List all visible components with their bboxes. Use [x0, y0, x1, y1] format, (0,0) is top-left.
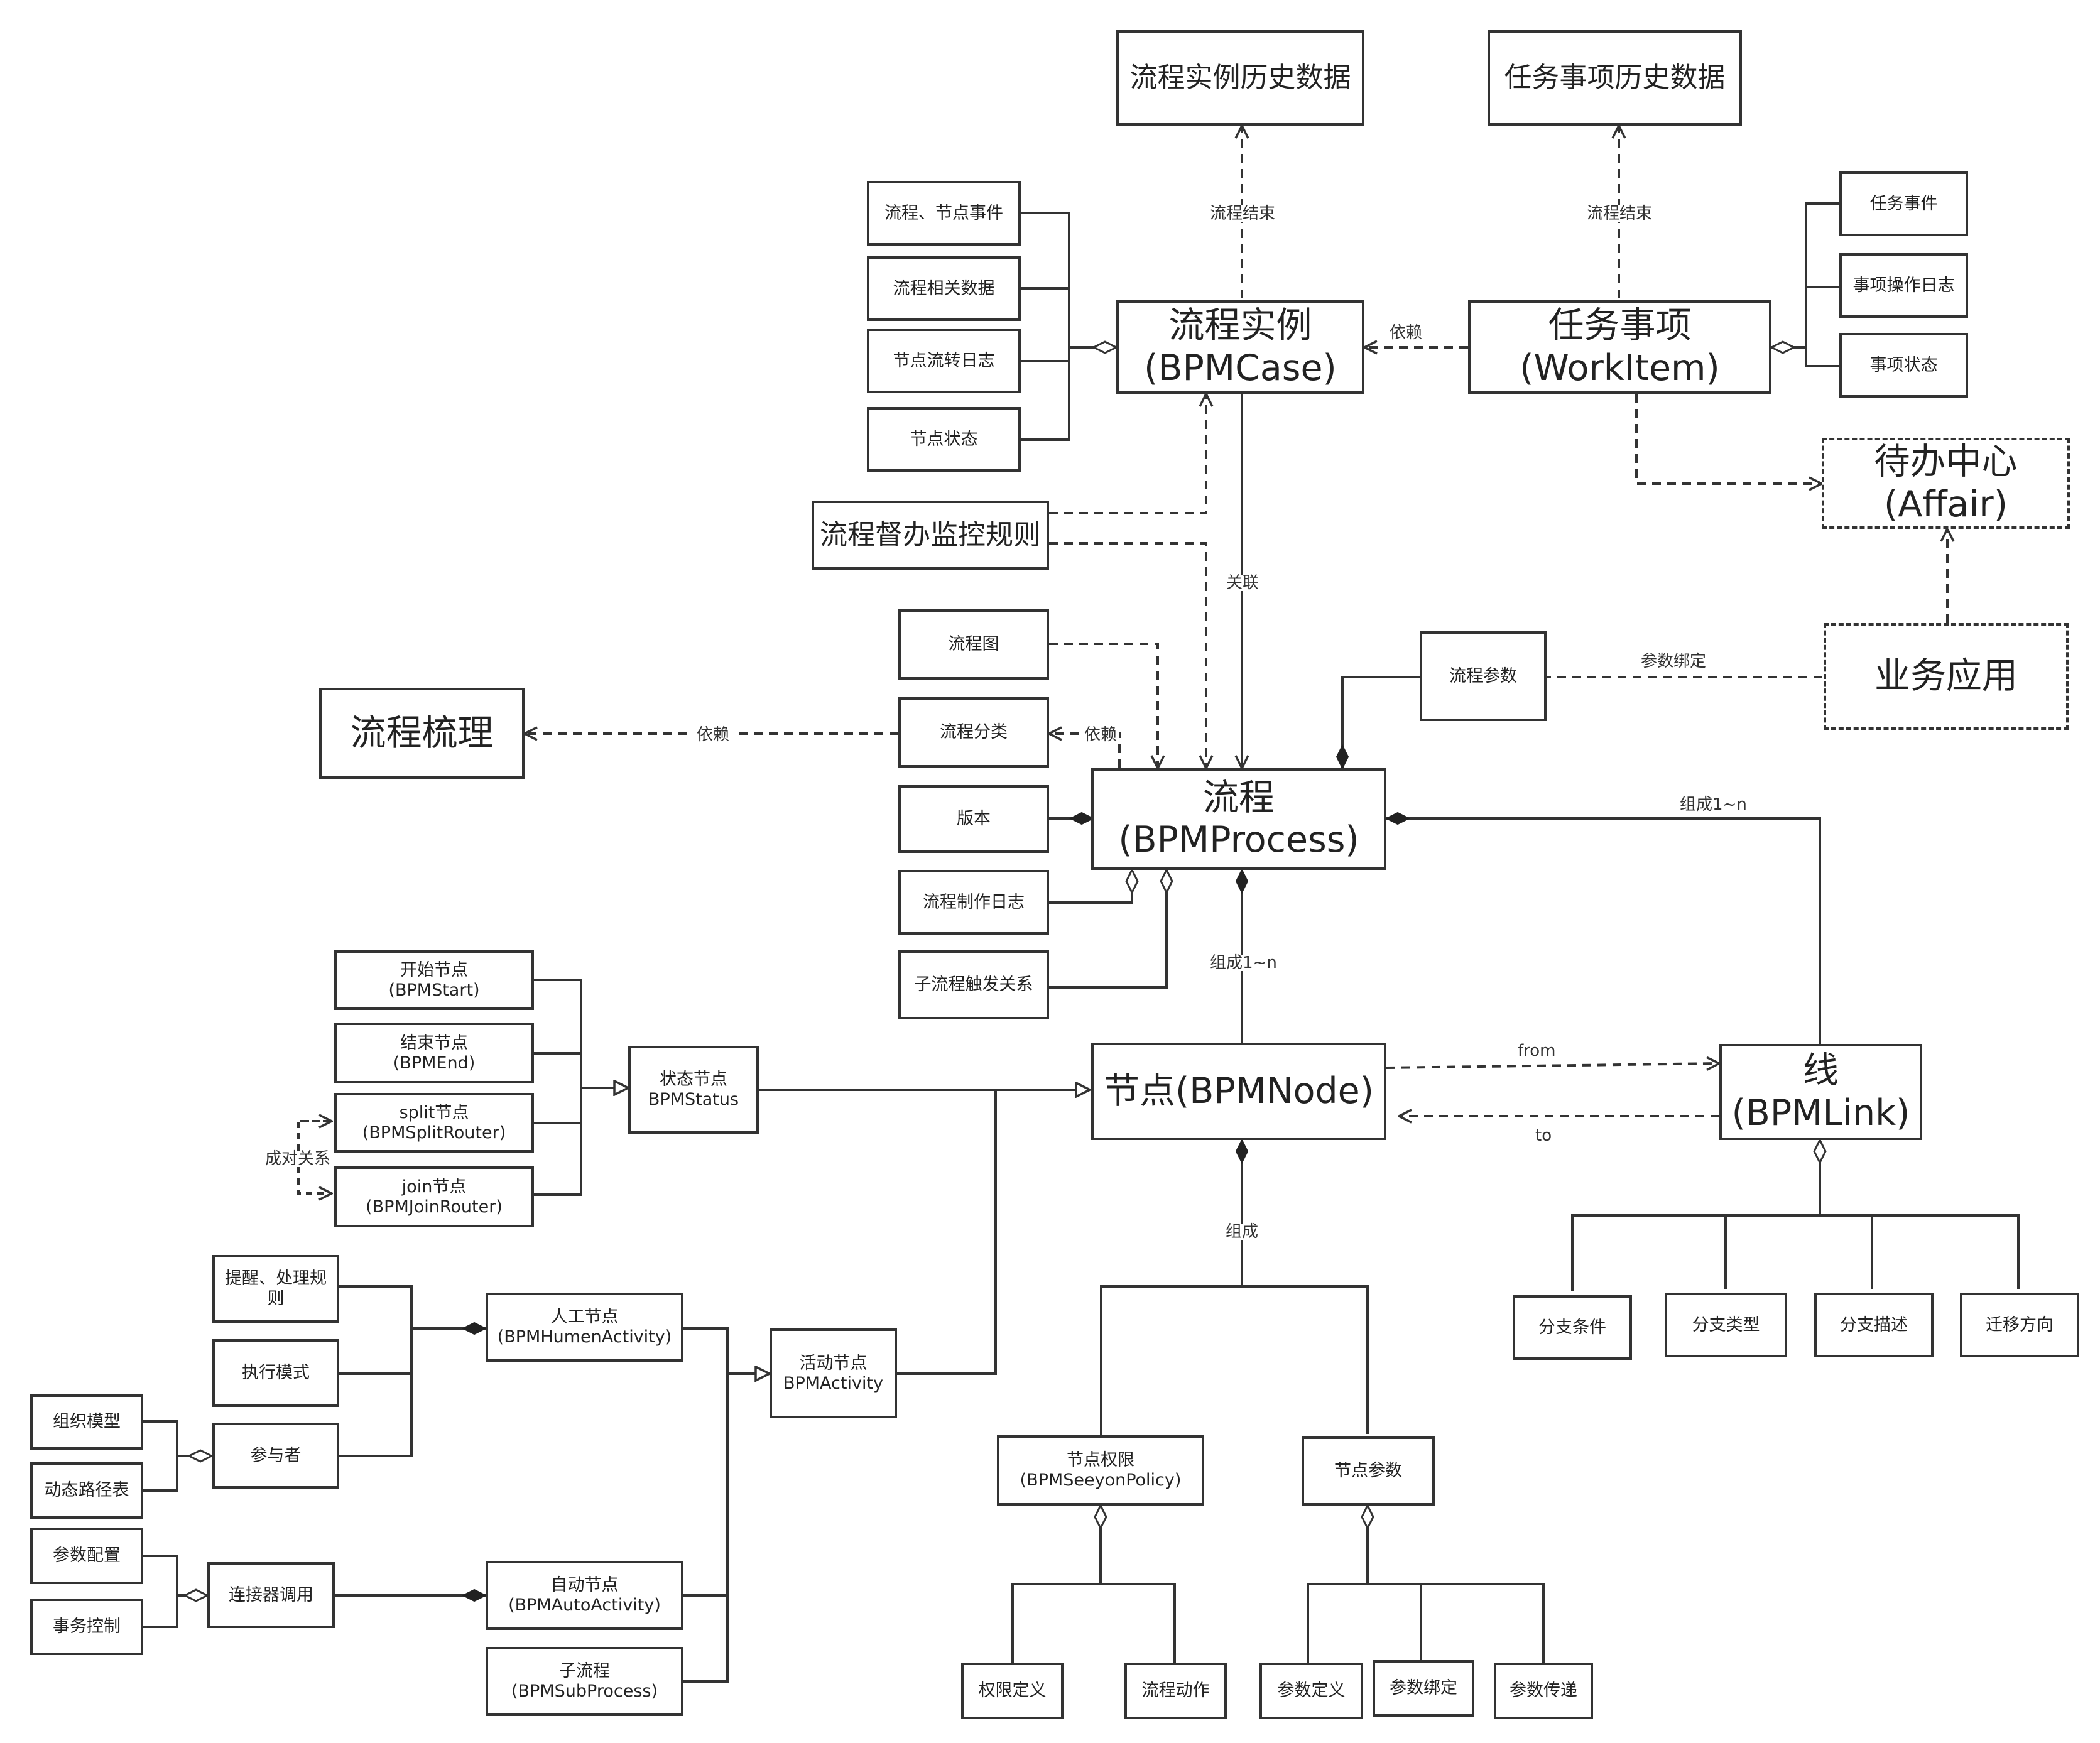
- edge-makelog-process: [1049, 870, 1132, 904]
- edge-link-aggregation: [1571, 1140, 2020, 1291]
- node-param-pass: 参数传递: [1494, 1663, 1593, 1719]
- node-monitor-rule: 流程督办监控规则: [812, 501, 1049, 570]
- node-move-dir: 迁移方向: [1960, 1293, 2079, 1357]
- edge-workitem-aggregation: [1771, 202, 1839, 366]
- node-flow-data: 流程相关数据: [867, 256, 1021, 321]
- edge-human-aggregation: [339, 1285, 486, 1457]
- node-join: join节点 (BPMJoinRouter): [334, 1166, 534, 1227]
- node-branch-cond: 分支条件: [1513, 1295, 1632, 1360]
- node-workitem-history: 任务事项历史数据: [1488, 30, 1742, 126]
- node-affair: 待办中心 (Affair): [1822, 438, 2070, 529]
- node-version: 版本: [898, 785, 1049, 853]
- node-workitem: 任务事项 (WorkItem): [1468, 300, 1771, 394]
- node-flow-action: 流程动作: [1124, 1663, 1227, 1719]
- edge-nodeparam-aggregation: [1307, 1506, 1545, 1663]
- node-flow-chart: 流程图: [898, 609, 1049, 680]
- node-activity: 活动节点 BPMActivity: [770, 1328, 897, 1418]
- node-flow-category: 流程分类: [898, 697, 1049, 768]
- label-to: to: [1535, 1126, 1552, 1145]
- node-auto: 自动节点 (BPMAutoActivity): [486, 1561, 683, 1630]
- edge-monitor-process: [1049, 542, 1206, 768]
- node-exec-mode: 执行模式: [212, 1339, 339, 1407]
- node-bpmnode: 节点(BPMNode): [1091, 1043, 1386, 1140]
- edge-participant-aggregation: [143, 1420, 212, 1492]
- label-depend-2: 依赖: [1082, 727, 1120, 743]
- node-bpmcase: 流程实例 (BPMCase): [1116, 300, 1364, 394]
- node-op-log: 事项操作日志: [1839, 253, 1968, 318]
- node-remind-rule: 提醒、处理规 则: [212, 1255, 339, 1323]
- edge-workitem-affair: [1635, 394, 1822, 484]
- edge-activity-node: [897, 1090, 997, 1375]
- node-node-param: 节点参数: [1302, 1436, 1435, 1506]
- node-param-bind: 参数绑定: [1373, 1660, 1474, 1717]
- node-perm-def: 权限定义: [961, 1663, 1064, 1719]
- edge-activity-generalization: [683, 1327, 770, 1683]
- label-depend-1: 依赖: [1387, 325, 1425, 341]
- label-compose: 组成: [1223, 1224, 1261, 1240]
- node-case-history: 流程实例历史数据: [1116, 30, 1364, 126]
- node-start: 开始节点 (BPMStart): [334, 950, 534, 1010]
- node-branch-desc: 分支描述: [1814, 1293, 1934, 1357]
- edge-case-aggregation: [1021, 212, 1116, 441]
- node-policy: 节点权限 (BPMSeeyonPolicy): [997, 1435, 1204, 1506]
- node-dyn-path: 动态路径表: [30, 1462, 143, 1519]
- node-status: 状态节点 BPMStatus: [628, 1046, 759, 1134]
- node-biz-app: 业务应用: [1824, 623, 2069, 730]
- edge-status-generalization: [534, 979, 628, 1196]
- node-participant: 参与者: [212, 1423, 339, 1489]
- node-split: split节点 (BPMSplitRouter): [334, 1093, 534, 1153]
- node-flow-param: 流程参数: [1420, 631, 1547, 721]
- label-process-end-2: 流程结束: [1584, 205, 1655, 222]
- label-depend-3: 依赖: [694, 727, 732, 743]
- node-process: 流程 (BPMProcess): [1091, 768, 1386, 870]
- edge-policy-aggregation: [1011, 1506, 1176, 1663]
- label-process-end-1: 流程结束: [1207, 205, 1278, 222]
- node-param-def: 参数定义: [1259, 1663, 1363, 1719]
- node-task-event: 任务事件: [1839, 171, 1968, 236]
- edge-chart-process: [1049, 643, 1158, 768]
- node-subprocess: 子流程 (BPMSubProcess): [486, 1647, 683, 1716]
- node-item-state: 事项状态: [1839, 333, 1968, 398]
- node-tx-control: 事务控制: [30, 1599, 143, 1655]
- label-from: from: [1518, 1041, 1556, 1060]
- edge-param-process: [1342, 676, 1420, 768]
- node-human: 人工节点 (BPMHumenActivity): [486, 1293, 683, 1362]
- node-connector: 连接器调用: [207, 1562, 335, 1628]
- node-subflow-rel: 子流程触发关系: [898, 950, 1049, 1019]
- edge-connector-aggregation: [143, 1555, 207, 1628]
- node-node-state: 节点状态: [867, 407, 1021, 472]
- edge-link-process: [1386, 818, 1821, 1044]
- label-param-binding: 参数绑定: [1638, 653, 1709, 670]
- node-branch-type: 分支类型: [1665, 1293, 1787, 1357]
- edge-monitor-case: [1049, 394, 1206, 514]
- node-org-model: 组织模型: [30, 1394, 143, 1450]
- node-make-log: 流程制作日志: [898, 870, 1049, 935]
- label-associate: 关联: [1224, 575, 1262, 591]
- edge-node-compose: [1100, 1140, 1369, 1435]
- edge-from: [1386, 1063, 1719, 1068]
- node-bpmlink: 线 (BPMLink): [1719, 1044, 1922, 1140]
- node-end: 结束节点 (BPMEnd): [334, 1023, 534, 1083]
- label-pair-relation: 成对关系: [263, 1151, 334, 1167]
- node-flow-node-event: 流程、节点事件: [867, 181, 1021, 246]
- label-compose-1n-a: 组成1~n: [1677, 796, 1749, 813]
- node-flow-sort: 流程梳理: [319, 688, 525, 779]
- edge-subflow-process: [1049, 870, 1167, 989]
- node-param-config: 参数配置: [30, 1528, 143, 1584]
- node-node-log: 节点流转日志: [867, 329, 1021, 393]
- label-compose-1n-b: 组成1~n: [1207, 955, 1280, 971]
